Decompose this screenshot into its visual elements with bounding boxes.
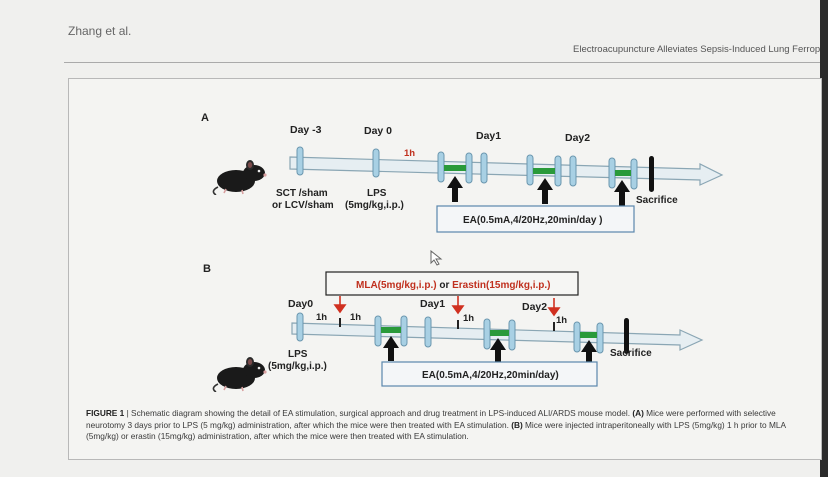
ea-protocol-label-b: EA(0.5mA,4/20Hz,20min/day) bbox=[422, 370, 559, 381]
interval-label-b2: 1h bbox=[350, 312, 361, 323]
lps-label-line2: (5mg/kg,i.p.) bbox=[345, 200, 404, 211]
sacrifice-label-a: Sacrifice bbox=[636, 195, 678, 206]
surgery-label-line1: SCT /sham bbox=[276, 188, 328, 199]
day1-label: Day1 bbox=[476, 130, 501, 142]
mouse-icon bbox=[212, 159, 268, 195]
ea-segments-a bbox=[444, 165, 631, 176]
timeline-ticks-b bbox=[296, 312, 604, 354]
caption-figure-label: FIGURE 1 bbox=[86, 408, 125, 418]
figure-caption: FIGURE 1 | Schematic diagram showing the… bbox=[86, 408, 806, 443]
panel-b-label: B bbox=[203, 263, 211, 275]
lps-label-line1: LPS bbox=[367, 188, 387, 199]
figure-frame bbox=[68, 78, 822, 460]
drug-or-text: or bbox=[437, 280, 453, 291]
interval-label: 1h bbox=[404, 148, 415, 159]
mouse-pointer-icon bbox=[430, 250, 443, 266]
day0-label: Day 0 bbox=[364, 125, 392, 137]
sacrifice-marker-a bbox=[649, 156, 654, 192]
caption-text-2: Mice were performed with selective neuro… bbox=[86, 408, 776, 430]
timeline-ticks-a bbox=[296, 146, 638, 190]
day-minus3-label: Day -3 bbox=[290, 124, 322, 136]
surgery-label-line2: or LCV/sham bbox=[272, 200, 334, 211]
caption-part-a: (A) bbox=[632, 408, 644, 418]
caption-text-1: | Schematic diagram showing the detail o… bbox=[124, 408, 633, 418]
drug-label: MLA(5mg/kg,i.p.) or Erastin(15mg/kg,i.p.… bbox=[356, 280, 550, 291]
day1-label-b: Day1 bbox=[420, 298, 445, 310]
ea-protocol-box-b bbox=[381, 361, 598, 387]
day0-label-b: Day0 bbox=[288, 298, 313, 310]
ea-segments-b bbox=[381, 327, 597, 338]
lps-label-b-line1: LPS bbox=[288, 349, 308, 360]
timeline-arrow-a bbox=[289, 156, 724, 186]
day2-label-b: Day2 bbox=[522, 301, 547, 313]
author-header: Zhang et al. bbox=[68, 24, 132, 38]
ea-up-arrows-b bbox=[383, 336, 597, 365]
ea-protocol-box-a bbox=[436, 205, 635, 233]
day2-label: Day2 bbox=[565, 132, 590, 144]
panel-a-label: A bbox=[201, 112, 209, 124]
lps-label-b-line2: (5mg/kg,i.p.) bbox=[268, 361, 327, 372]
drug-time-markers bbox=[339, 318, 555, 331]
drug-erastin-text: Erastin(15mg/kg,i.p.) bbox=[452, 280, 550, 291]
header-rule bbox=[64, 62, 820, 63]
drug-injection-arrows bbox=[333, 296, 561, 317]
interval-label-b3: 1h bbox=[463, 313, 474, 324]
interval-label-b4: 1h bbox=[556, 315, 567, 326]
sacrifice-label-b: Sacrifice bbox=[610, 348, 652, 359]
drug-mla-text: MLA(5mg/kg,i.p.) bbox=[356, 280, 437, 291]
ea-protocol-label-a: EA(0.5mA,4/20Hz,20min/day ) bbox=[463, 215, 603, 226]
sacrifice-marker-b bbox=[624, 318, 629, 354]
journal-running-title: Electroacupuncture Alleviates Sepsis-Ind… bbox=[573, 44, 821, 55]
ea-up-arrows-a bbox=[447, 176, 630, 206]
caption-text-3: Mice were injected intraperitoneally wit… bbox=[86, 419, 786, 442]
interval-label-b1: 1h bbox=[316, 312, 327, 323]
mouse-icon bbox=[212, 356, 268, 392]
drug-treatment-box bbox=[325, 271, 579, 296]
caption-part-b: (B) bbox=[511, 419, 523, 430]
